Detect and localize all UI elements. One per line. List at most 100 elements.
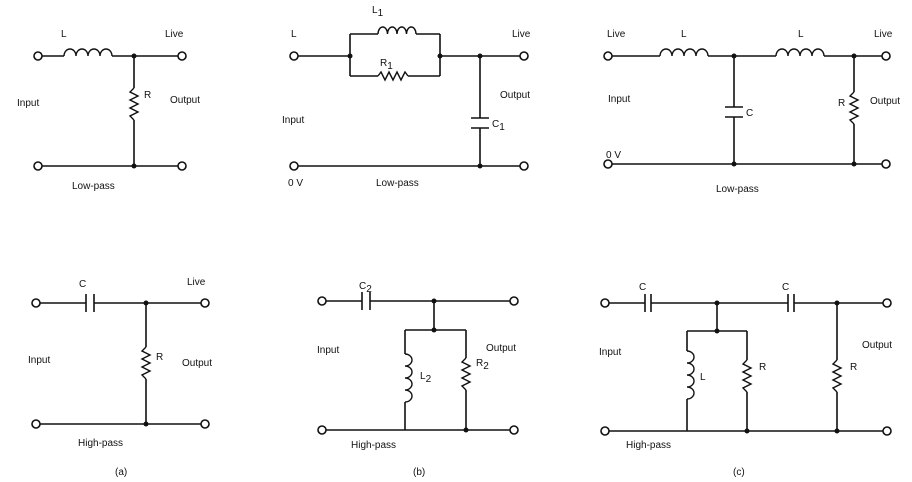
wire [298,33,520,167]
junction-dot [851,161,857,167]
junction-dot [477,163,483,169]
inductor-L [686,350,695,400]
junction-dot [834,428,840,434]
label-L: L [681,29,687,40]
caption-low-pass: Low-pass [72,181,115,192]
label-L1: L1 [372,5,384,19]
junction-dot [131,163,137,169]
caption-low-pass: Low-pass [716,184,759,195]
resistor-R [741,359,753,393]
capacitor-C [787,294,795,312]
terminal [519,51,529,61]
capacitor-C [644,294,652,312]
circuit-c-high-pass: C C Input Output L R R High-pass [599,282,892,451]
terminal [177,161,187,171]
label-C: C [746,108,753,119]
terminal [200,419,210,429]
terminal [600,426,610,436]
label-output: Output [500,90,530,101]
caption-high-pass: High-pass [78,438,123,449]
terminal [33,51,43,61]
junction-dot [347,53,353,59]
label-L: L [61,29,67,40]
circuit-a-low-pass: L Live Input R Output Low-pass [17,29,200,192]
label-input: Input [28,355,50,366]
label-R: R [838,98,845,109]
label-L: L [798,29,804,40]
label-output: Output [182,358,212,369]
label-C: C [782,282,789,293]
resistor-R1 [377,70,409,82]
label-R: R [156,352,163,363]
label-output: Output [486,343,516,354]
resistor-R [128,87,140,121]
terminal [881,159,891,169]
caption-c: (c) [733,467,745,478]
circuit-a-high-pass: C Live Input R Output High-pass [28,277,212,449]
inductor-L [63,48,113,57]
terminal [600,298,610,308]
label-0v: 0 V [288,178,303,189]
junction-dot [477,53,483,59]
junction-dot [131,53,137,59]
junction-dot [437,53,443,59]
junction-dot [431,298,437,304]
inductor-L [775,48,825,57]
label-live: Live [187,277,206,288]
label-output: Output [862,340,892,351]
label-output: Output [870,96,900,107]
terminal [603,159,613,169]
capacitor-C [85,294,95,312]
junction-dot [834,300,840,306]
resistor-R [831,359,843,393]
label-output: Output [170,95,200,106]
terminal [177,51,187,61]
label-live: Live [512,29,531,40]
terminal [882,298,892,308]
label-C2: C2 [359,281,372,295]
inductor-L1 [377,26,417,35]
junction-dot [851,53,857,59]
terminal [882,426,892,436]
junction-dot [143,421,149,427]
capacitor-C [725,106,743,118]
junction-dot [431,327,437,333]
terminal [289,51,299,61]
capacitor-C2 [361,292,371,310]
label-C: C [639,282,646,293]
label-L: L [700,372,706,383]
terminal [881,51,891,61]
junction-dot [731,53,737,59]
terminal [509,425,519,435]
terminal [289,161,299,171]
label-R2: R2 [476,358,489,372]
inductor-L2 [404,353,413,403]
label-input: Input [17,98,39,109]
label-C: C [79,279,86,290]
inductor-L [659,48,709,57]
terminal [519,161,529,171]
terminal [200,298,210,308]
label-R1: R1 [380,58,393,72]
label-0v: 0 V [606,150,621,161]
caption-low-pass: Low-pass [376,178,419,189]
circuit-b-low-pass: L L1 R1 Live Output Input C1 0 V Low-pas… [282,5,531,189]
wire [609,302,883,432]
caption-high-pass: High-pass [626,440,671,451]
wire [42,55,178,167]
resistor-R2 [460,357,472,391]
caption-high-pass: High-pass [351,440,396,451]
label-L2: L2 [420,371,432,385]
junction-dot [744,428,750,434]
terminal [31,298,41,308]
label-live: Live [874,29,893,40]
junction-dot [463,427,469,433]
terminal [317,425,327,435]
junction-dot [714,300,720,306]
circuit-c-low-pass: Live L L Live Input C R Output 0 V Low-p… [603,29,900,195]
circuit-b-high-pass: C2 Input Output R2 L2 High-pass [317,281,519,451]
label-R: R [144,90,151,101]
caption-b: (b) [413,467,425,478]
terminal [33,161,43,171]
